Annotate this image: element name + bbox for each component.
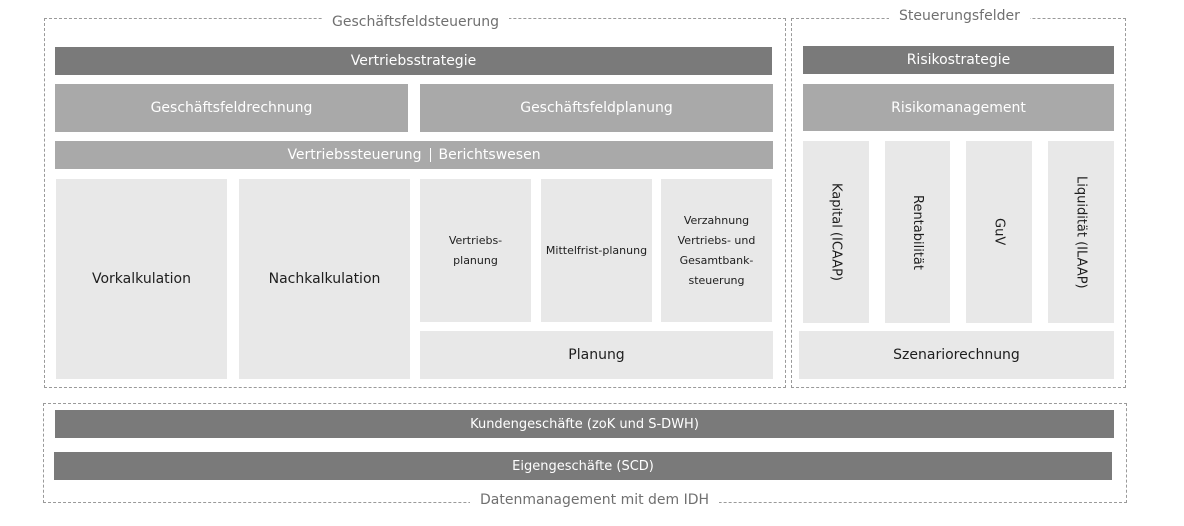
business-control-frame-title: Geschäftsfeldsteuerung: [322, 14, 509, 30]
profitability-box: Rentabilität: [885, 141, 950, 323]
interlink-line-4: steuerung: [688, 273, 745, 287]
sales-control-reporting-bar: Vertriebssteuerung Berichtswesen: [55, 141, 773, 169]
capital-box: Kapital (ICAAP): [803, 141, 869, 323]
risk-management-box: Risikomanagement: [803, 84, 1114, 131]
interlink-line-3: Gesamtbank-: [679, 253, 754, 267]
pnl-box: GuV: [966, 141, 1032, 323]
scenario-calculation-box: Szenariorechnung: [799, 331, 1114, 379]
sales-planning-line-1: Vertriebs-: [448, 233, 503, 247]
liquidity-box: Liquidität (ILAAP): [1048, 141, 1114, 323]
pnl-label: GuV: [991, 218, 1007, 246]
control-fields-frame-title: Steuerungsfelder: [889, 8, 1030, 24]
capital-label: Kapital (ICAAP): [828, 183, 844, 281]
interlink-line-1: Verzahnung: [683, 213, 750, 227]
business-accounting-box: Geschäftsfeldrechnung: [55, 84, 408, 132]
sales-control-label: Vertriebssteuerung: [287, 147, 422, 163]
reporting-label: Berichtswesen: [438, 147, 541, 163]
customer-business-bar: Kundengeschäfte (zoK und S-DWH): [55, 410, 1114, 438]
data-management-frame-title: Datenmanagement mit dem IDH: [470, 492, 720, 508]
separator: [429, 148, 431, 162]
risk-strategy-bar: Risikostrategie: [803, 46, 1114, 74]
pre-calculation-box: Vorkalkulation: [56, 179, 227, 379]
post-calculation-box: Nachkalkulation: [239, 179, 410, 379]
own-business-bar: Eigengeschäfte (SCD): [54, 452, 1112, 480]
sales-planning-box: Vertriebs- planung: [420, 179, 531, 322]
profitability-label: Rentabilität: [910, 194, 925, 270]
midterm-planning-box: Mittelfrist-planung: [541, 179, 652, 322]
sales-planning-line-2: planung: [453, 253, 498, 267]
business-planning-box: Geschäftsfeldplanung: [420, 84, 773, 132]
interlink-line-2: Vertriebs- und: [677, 233, 756, 247]
sales-strategy-bar: Vertriebsstrategie: [55, 47, 772, 75]
liquidity-label: Liquidität (ILAAP): [1073, 175, 1089, 289]
planning-box: Planung: [420, 331, 773, 379]
interlink-box: Verzahnung Vertriebs- und Gesamtbank- st…: [661, 179, 772, 322]
